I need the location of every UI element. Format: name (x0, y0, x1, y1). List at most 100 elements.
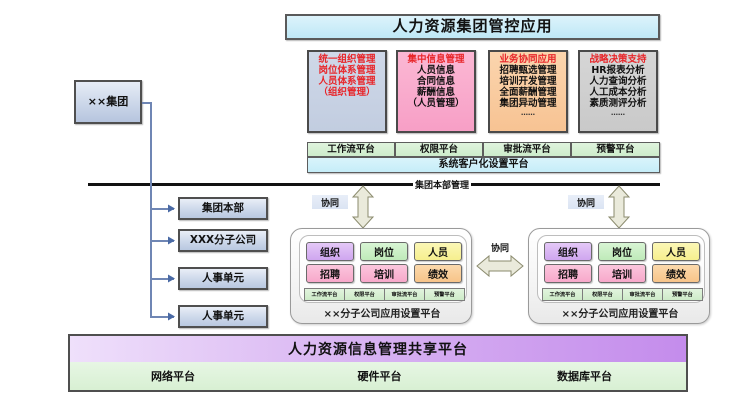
subsidiary-panel-left: 组织 岗位 人员 招聘 培训 绩效 工作流平台 权限平台 (290, 228, 472, 324)
coop-label-middle: 协同 (490, 243, 509, 254)
mini-platform-permission: 权限平台 (582, 288, 623, 301)
app-card-title: 集中信息管理 (407, 54, 465, 65)
coop-arrow-right-vertical (607, 185, 631, 229)
chip-organization: 组织 (544, 242, 592, 261)
tree-node-label: 人事单元 (202, 271, 244, 284)
chip-label: 人员 (428, 248, 448, 259)
platform-customization: 系统客户化设置平台 (307, 157, 660, 173)
mini-platform-alert: 预警平台 (662, 288, 703, 301)
chip-recruitment: 招聘 (544, 264, 592, 283)
mini-label: 权限平台 (354, 292, 375, 298)
platform-wide-label: 系统客户化设置平台 (438, 158, 529, 170)
chip-label: 招聘 (558, 270, 578, 281)
tree-node-label: 集团本部 (202, 201, 244, 214)
mini-platform-workflow: 工作流平台 (542, 288, 583, 301)
chip-performance: 绩效 (652, 264, 700, 283)
chip-personnel: 人员 (652, 242, 700, 261)
app-card-title: 业务协同应用 (499, 54, 557, 65)
app-card-line: （组织管理） (318, 86, 376, 98)
platform-label: 审批流平台 (503, 143, 551, 155)
bottom-cell-label: 硬件平台 (357, 370, 402, 383)
shared-platform-container: 人力资源信息管理共享平台 网络平台 硬件平台 数据库平台 (68, 334, 688, 392)
app-card-ellipsis: …… (521, 108, 535, 117)
mini-platform-approval: 审批流平台 (622, 288, 663, 301)
platform-label: 预警平台 (596, 143, 635, 155)
app-card-line: HR报表分析 (591, 65, 645, 77)
tree-branch (150, 240, 174, 242)
app-card-collaboration: 业务协同应用 招聘甄选管理 培训开发管理 全面薪酬管理 集团异动管理 …… (488, 50, 568, 133)
group-company-label: ××集团 (87, 95, 129, 109)
app-card-line: 岗位体系管理 (318, 65, 376, 77)
bottom-cell-label: 数据库平台 (557, 370, 612, 383)
app-card-information: 集中信息管理 人员信息 合同信息 薪酬信息 （人员管理） (396, 50, 476, 133)
shared-platform-title: 人力资源信息管理共享平台 (288, 342, 468, 358)
mini-label: 权限平台 (592, 292, 613, 298)
chip-position: 岗位 (360, 242, 408, 261)
mini-label: 审批流平台 (629, 292, 656, 298)
app-card-line: 合同信息 (416, 76, 455, 88)
chip-label: 组织 (558, 248, 578, 259)
app-card-ellipsis: …… (611, 108, 625, 117)
bottom-cell-database: 数据库平台 (483, 362, 686, 390)
chip-label: 培训 (374, 270, 394, 281)
chip-recruitment: 招聘 (306, 264, 354, 283)
platform-workflow: 工作流平台 (307, 142, 395, 157)
platform-alert: 预警平台 (571, 142, 660, 157)
subsidiary-panel-right: 组织 岗位 人员 招聘 培训 绩效 工作流平台 权限平台 (528, 228, 710, 324)
chip-label: 人员 (666, 248, 686, 259)
chip-label: 培训 (612, 270, 632, 281)
platform-approval: 审批流平台 (483, 142, 571, 157)
coop-label-right: 协同 (568, 195, 604, 209)
tree-node-subsidiary: XXX分子公司 (178, 229, 268, 252)
app-card-line: 集团异动管理 (499, 97, 557, 109)
tree-stub-top (142, 102, 151, 104)
tree-node-hr-unit-2: 人事单元 (178, 305, 268, 328)
mini-platform-alert: 预警平台 (424, 288, 465, 301)
tree-node-headquarters: 集团本部 (178, 197, 268, 220)
chip-organization: 组织 (306, 242, 354, 261)
app-card-line: 全面薪酬管理 (499, 86, 557, 98)
tree-trunk (150, 102, 152, 317)
header-title: 人力资源集团管控应用 (392, 17, 553, 36)
platform-permission: 权限平台 (395, 142, 483, 157)
chip-position: 岗位 (598, 242, 646, 261)
mini-platform-workflow: 工作流平台 (304, 288, 345, 301)
app-card-title: 统一组织管理 (318, 54, 376, 65)
subsidiary-inner-right: 组织 岗位 人员 招聘 培训 绩效 工作流平台 权限平台 (537, 235, 705, 303)
mini-label: 工作流平台 (311, 292, 338, 298)
chip-label: 组织 (320, 248, 340, 259)
mini-platform-approval: 审批流平台 (384, 288, 425, 301)
subsidiary-caption-right: ××分子公司应用设置平台 (561, 308, 679, 320)
platform-label: 权限平台 (419, 143, 458, 155)
headquarters-divider-line (88, 183, 660, 186)
app-card-line: 素质测评分析 (589, 97, 647, 109)
app-card-line: 招聘甄选管理 (499, 65, 557, 77)
bottom-cell-hardware: 硬件平台 (276, 362, 485, 390)
mini-platform-permission: 权限平台 (344, 288, 385, 301)
header-title-box: 人力资源集团管控应用 (285, 14, 660, 40)
chip-training: 培训 (598, 264, 646, 283)
chip-label: 绩效 (428, 270, 448, 281)
app-card-decision-support: 战略决策支持 HR报表分析 人力查询分析 人工成本分析 素质测评分析 …… (578, 50, 658, 133)
subsidiary-caption-left: ××分子公司应用设置平台 (323, 308, 441, 320)
bottom-cell-label: 网络平台 (151, 370, 195, 383)
tree-arrowheads (168, 204, 175, 321)
app-card-line: （人员管理） (407, 97, 465, 109)
subsidiary-inner-left: 组织 岗位 人员 招聘 培训 绩效 工作流平台 权限平台 (299, 235, 467, 303)
app-card-line: 人工成本分析 (589, 86, 647, 98)
mini-label: 预警平台 (434, 292, 455, 298)
app-card-line: 培训开发管理 (499, 76, 557, 88)
app-card-organization: 统一组织管理 岗位体系管理 人员体系管理 （组织管理） (307, 50, 387, 133)
app-card-line: 人员体系管理 (318, 76, 376, 88)
tree-branch (150, 316, 174, 318)
app-card-title: 战略决策支持 (589, 54, 647, 65)
coop-arrow-middle-horizontal (476, 254, 524, 278)
shared-platform-title-bar: 人力资源信息管理共享平台 (70, 336, 686, 364)
coop-label-left: 协同 (312, 195, 348, 209)
chip-personnel: 人员 (414, 242, 462, 261)
chip-label: 招聘 (320, 270, 340, 281)
platform-label: 工作流平台 (327, 143, 375, 155)
app-card-line: 人力查询分析 (589, 76, 647, 88)
chip-performance: 绩效 (414, 264, 462, 283)
